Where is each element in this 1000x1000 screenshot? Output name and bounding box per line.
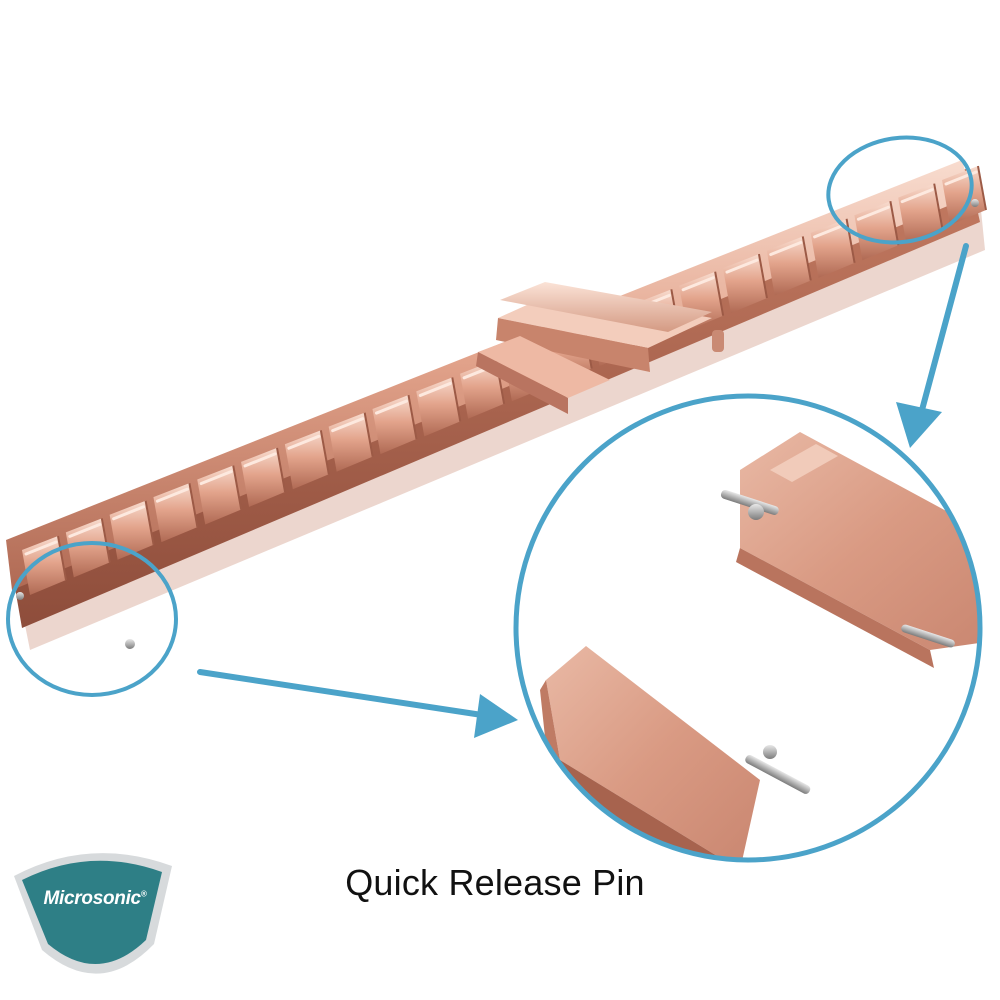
callout-arrow-icon — [197, 669, 518, 738]
bracelet-link — [810, 218, 856, 278]
bracelet-link — [284, 430, 330, 490]
brand-name: Microsonic — [43, 888, 142, 909]
brand-logo-text: Microsonic® — [22, 888, 168, 910]
bracelet-link — [65, 518, 111, 578]
callout-circle-left — [6, 541, 178, 697]
bracelet-link — [328, 412, 374, 472]
bracelet-link — [854, 201, 900, 261]
bracelet-link — [372, 394, 418, 455]
bracelet-link — [109, 500, 155, 560]
brand-logo — [14, 853, 172, 974]
bracelet-strap — [6, 160, 987, 650]
bracelet-link — [766, 236, 812, 296]
bracelet-link — [722, 253, 768, 314]
spring-bar-pin-icon — [16, 199, 979, 649]
bracelet-link — [197, 465, 243, 525]
registered-mark: ® — [140, 889, 147, 899]
caption: Quick Release Pin — [345, 862, 645, 903]
bracelet-link — [153, 482, 199, 543]
zoom-detail — [513, 393, 983, 863]
bracelet-link — [241, 447, 287, 507]
bracelet-link — [898, 183, 944, 243]
callout-circle-right — [826, 135, 974, 245]
butterfly-clasp — [476, 282, 724, 414]
bracelet-link — [416, 377, 462, 437]
callout-arrow-icon — [896, 243, 969, 448]
